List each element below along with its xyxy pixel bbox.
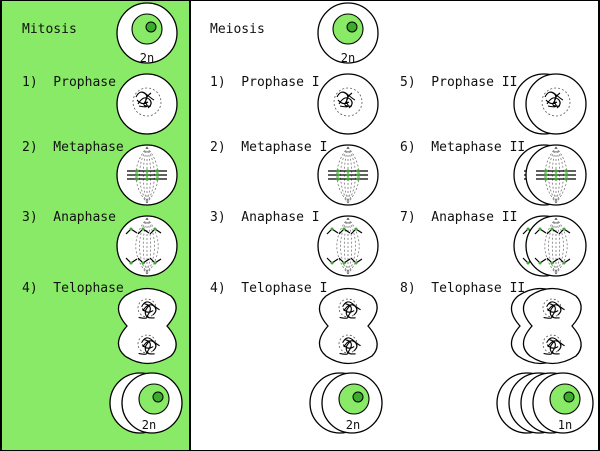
meiosis-anaphase-one-cell-icon (317, 215, 379, 277)
mitosis-end-ploidy: 2n (141, 418, 157, 432)
meiosis-two-stage-label-8: 8) Telophase II (400, 281, 526, 296)
meiosis-title: Meiosis (210, 22, 265, 37)
meiosis-one-stage-label-3: 3) Anaphase I (210, 210, 320, 225)
meiosis-telophase-one-cell-icon (318, 287, 378, 365)
meiosis-two-stage-label-5: 5) Prophase II (400, 75, 518, 90)
meiosis-prophase-one-cell-icon (317, 73, 379, 135)
meiosis-final-daughter-cells-icon (496, 372, 594, 434)
mitosis-start-ploidy: 2n (139, 51, 155, 65)
mitosis-stage-label-4: 4) Telophase (22, 281, 124, 296)
meiosis-telophase-two-cell-icon (510, 287, 582, 365)
meiosis-two-stage-label-6: 6) Metaphase II (400, 140, 526, 155)
mitosis-stage-label-3: 3) Anaphase (22, 210, 116, 225)
mitosis-start-cell-icon (116, 2, 178, 64)
mitosis-daughter-cells-icon (109, 372, 183, 434)
meiosis-metaphase-two-cell-icon (513, 144, 587, 206)
meiosis-prophase-two-cell-icon (513, 73, 587, 135)
meiosis-one-stage-label-1: 1) Prophase I (210, 75, 320, 90)
meiosis-start-cell-icon (317, 2, 379, 64)
meiosis-metaphase-one-cell-icon (317, 144, 379, 206)
mitosis-metaphase-cell-icon (116, 144, 178, 206)
meiosis-two-stage-label-7: 7) Anaphase II (400, 210, 518, 225)
meiosis-start-ploidy: 2n (340, 51, 356, 65)
mitosis-stage-label-1: 1) Prophase (22, 75, 116, 90)
mitosis-prophase-cell-icon (116, 73, 178, 135)
mitosis-stage-label-2: 2) Metaphase (22, 140, 124, 155)
meiosis-end-ploidy: 1n (557, 418, 573, 432)
meiosis-anaphase-two-cell-icon (513, 215, 587, 277)
meiosis-mid-ploidy: 2n (345, 418, 361, 432)
meiosis-one-stage-label-4: 4) Telophase I (210, 281, 328, 296)
meiosis-one-stage-label-2: 2) Metaphase I (210, 140, 328, 155)
meiosis-mid-daughter-cells-icon (309, 372, 383, 434)
mitosis-anaphase-cell-icon (116, 215, 178, 277)
mitosis-telophase-cell-icon (117, 287, 177, 365)
mitosis-title: Mitosis (22, 22, 77, 37)
